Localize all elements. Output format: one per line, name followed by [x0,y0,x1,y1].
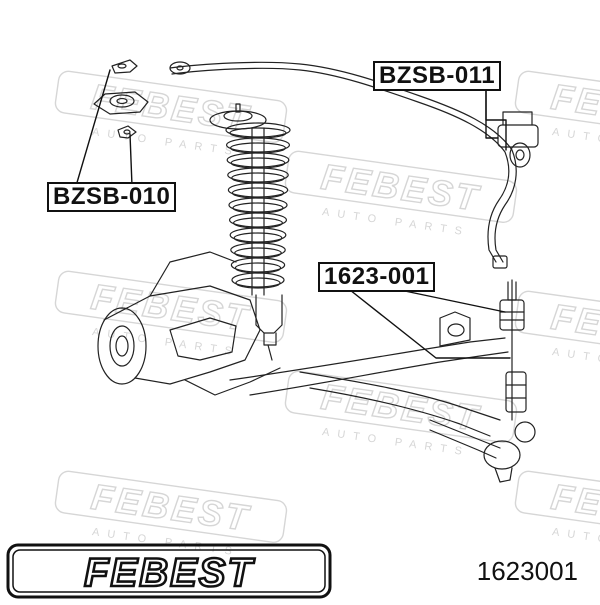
part-label-1623-001: 1623-001 [318,262,436,292]
spring-coil [226,152,290,168]
spring-seat [209,103,267,130]
part-label-bzsb-011: BZSB-011 [373,61,502,91]
spring-coil [230,257,286,273]
spring-coil-inner [235,277,281,289]
tie-rod-end [429,419,536,483]
part-number: 1623001 [476,556,578,586]
spring-coil [227,167,289,183]
watermark-sub: AUTO PARTS [551,126,600,159]
spring-coil [229,227,287,243]
spring-coil [225,122,291,138]
stabilizer-bar [169,61,517,269]
spring-coil [228,197,288,213]
strut-body [255,294,283,361]
febest-logo: FEBEST [6,543,332,599]
spring-coil [231,272,285,288]
watermark-sub: AUTO PARTS [551,346,600,379]
watermark-sub: AUTO PARTS [551,526,600,559]
strut-rod [251,127,265,296]
stabilizer-bushing [497,111,539,168]
coil-spring [225,122,291,296]
spring-coil [227,182,289,198]
spring-coil [229,212,288,228]
spring-coil [226,137,291,153]
spring-coil [230,242,286,258]
strut-mount-parts [93,59,149,139]
leader-lines [75,69,511,359]
svg-text:FEBEST: FEBEST [84,551,255,595]
lower-control-arm [229,311,509,437]
stabilizer-link [499,279,527,421]
part-label-bzsb-010: BZSB-010 [47,182,177,212]
